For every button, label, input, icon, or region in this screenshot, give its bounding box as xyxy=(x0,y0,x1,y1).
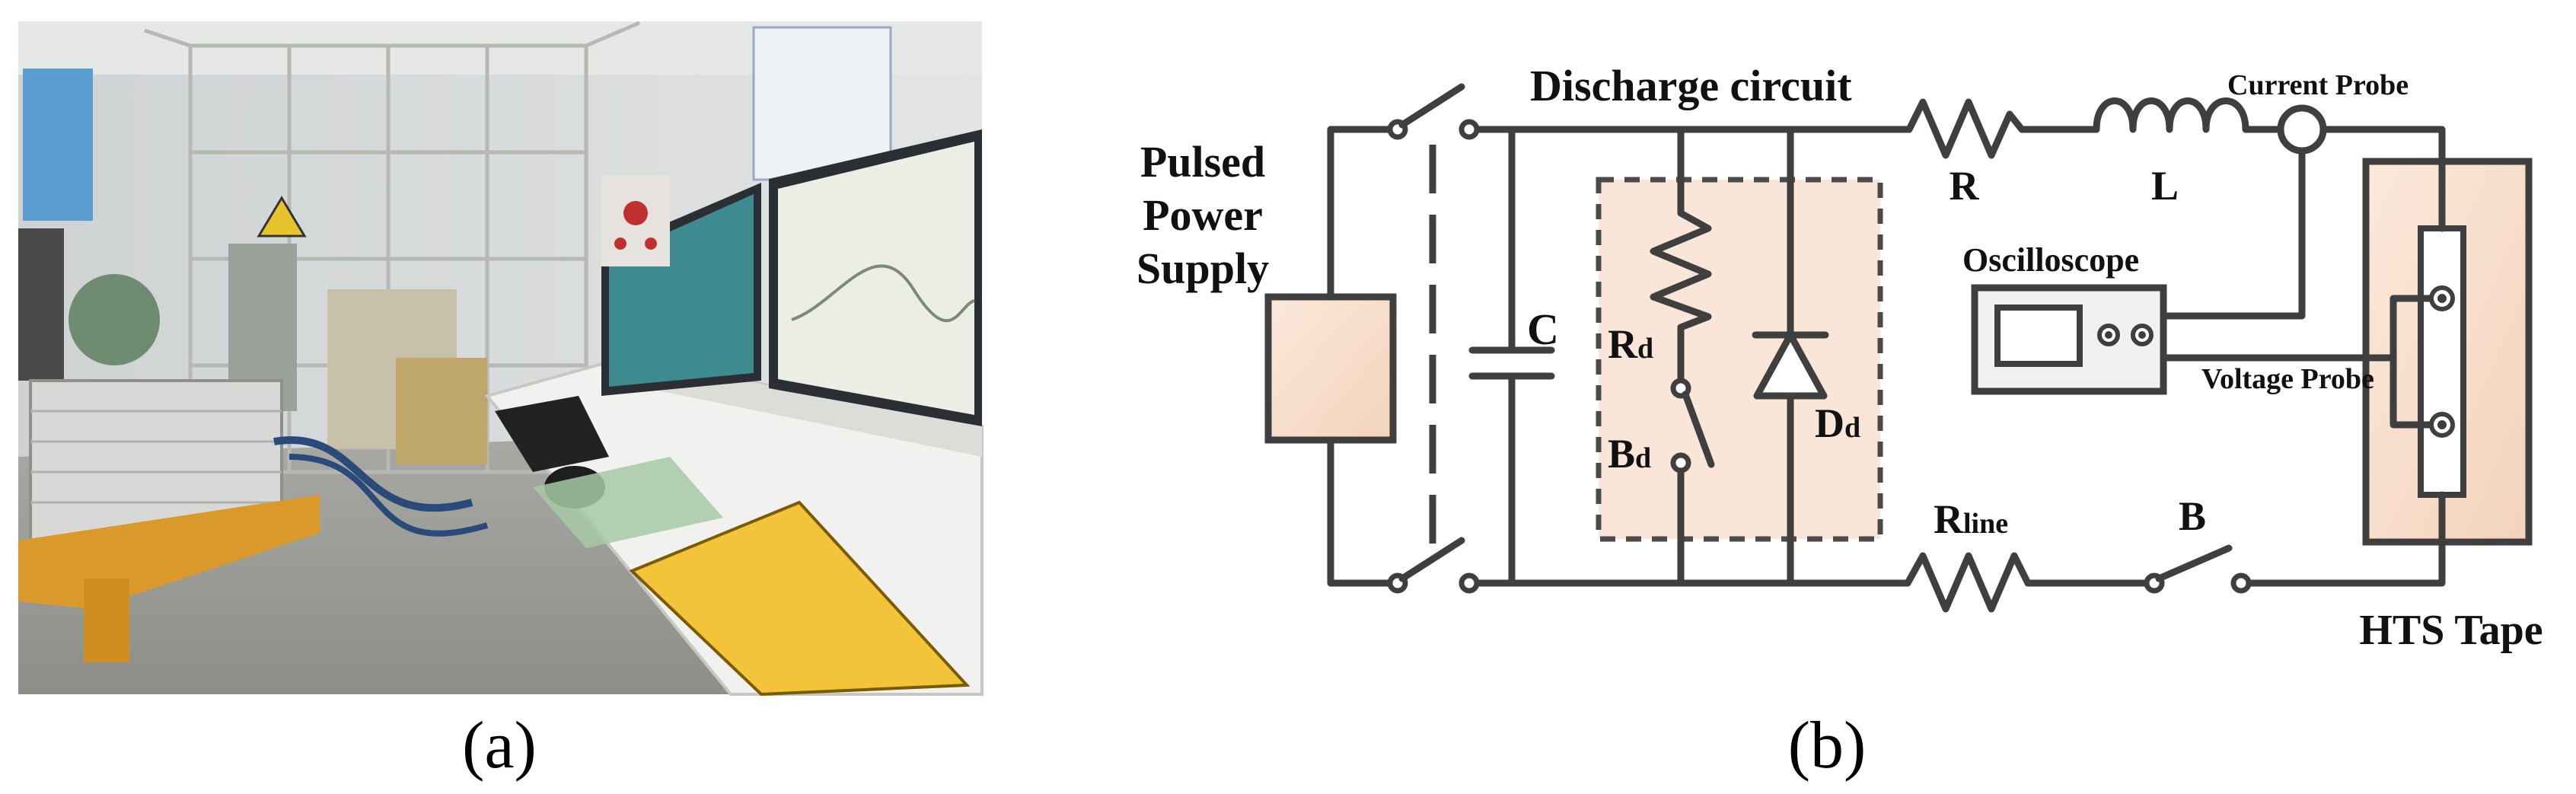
panel-b-caption: (b) xyxy=(1788,709,1867,783)
switch-bd xyxy=(1670,378,1715,474)
discharge-circuit-label: Discharge circuit xyxy=(1530,61,1852,110)
capacitor-c-label: C xyxy=(1527,305,1559,354)
power-supply-label-2: Power xyxy=(1143,190,1263,240)
resistor-rline xyxy=(1904,552,2032,613)
panel-a-photo xyxy=(18,21,984,697)
circuit-wires xyxy=(1327,126,2446,587)
inductor-l-label: L xyxy=(2151,163,2179,209)
rline-label: Rline xyxy=(1934,496,2008,542)
panel-b-circuit xyxy=(1264,83,2533,613)
switch-b xyxy=(2144,544,2252,594)
oscilloscope-label: Oscilloscope xyxy=(1962,241,2139,279)
capacitor-c xyxy=(1468,346,1555,380)
resistor-r xyxy=(1905,98,2026,159)
oscilloscope xyxy=(1971,284,2167,395)
power-supply-box xyxy=(1264,293,1397,444)
main-switch-top xyxy=(1387,83,1480,140)
hts-tape-strip xyxy=(2418,225,2466,498)
current-probe-label: Current Probe xyxy=(2227,69,2409,101)
dd-label: Dd xyxy=(1815,400,1860,446)
inductor-l xyxy=(2093,97,2249,133)
current-probe xyxy=(2277,104,2327,155)
hts-tape-label: HTS Tape xyxy=(2359,607,2543,654)
voltage-probe-label: Voltage Probe xyxy=(2201,363,2374,395)
resistor-r-label: R xyxy=(1950,163,1980,209)
rd-label: Rd xyxy=(1608,321,1653,367)
resistor-rd xyxy=(1650,209,1712,331)
power-supply-label-1: Pulsed xyxy=(1140,137,1265,187)
panel-a-caption: (a) xyxy=(462,709,537,783)
power-supply-label-3: Supply xyxy=(1137,244,1269,293)
bd-label: Bd xyxy=(1608,431,1651,477)
switch-b-label: B xyxy=(2179,493,2206,539)
diode-dd xyxy=(1752,331,1829,400)
discharge-circuit-region xyxy=(1596,177,1883,542)
main-switch-bottom xyxy=(1387,537,1480,594)
